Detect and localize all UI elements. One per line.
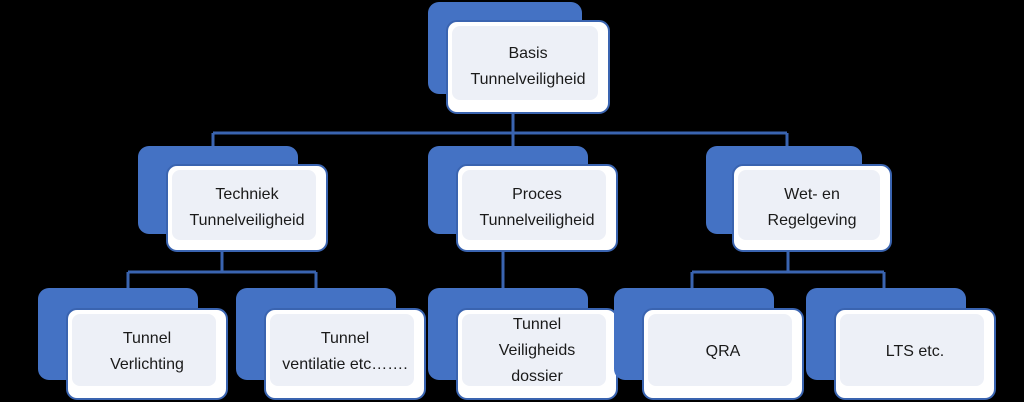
node-basis-tunnelveiligheid[interactable]: Basis Tunnelveiligheid xyxy=(428,2,610,114)
node-inner-panel xyxy=(648,314,792,386)
node-label-techniek-tunnelveiligheid: Techniek Tunnelveiligheid xyxy=(166,164,328,252)
node-tunnel-verlichting[interactable]: Tunnel Verlichting xyxy=(38,288,228,400)
node-label-qra: QRA xyxy=(642,308,804,396)
node-qra[interactable]: QRA xyxy=(614,288,804,400)
node-label-line: Proces xyxy=(512,186,562,204)
node-label-line: Tunnelveiligheid xyxy=(189,212,305,229)
node-proces-tunnelveiligheid[interactable]: Proces Tunnelveiligheid xyxy=(428,146,618,252)
node-inner-panel xyxy=(738,170,880,240)
node-inner-panel xyxy=(72,314,216,386)
node-label-basis-tunnelveiligheid: Basis Tunnelveiligheid xyxy=(446,20,610,114)
node-label-wet-en-regelgeving: Wet- en Regelgeving xyxy=(732,164,892,252)
node-label-line: Veiligheids xyxy=(498,342,576,360)
node-inner-panel xyxy=(462,314,606,386)
node-lts-etc[interactable]: LTS etc. xyxy=(806,288,996,400)
node-wet-en-regelgeving[interactable]: Wet- en Regelgeving xyxy=(706,146,892,252)
node-label-line: Wet- en xyxy=(784,186,840,204)
node-inner-panel xyxy=(270,314,414,386)
node-techniek-tunnelveiligheid[interactable]: Techniek Tunnelveiligheid xyxy=(138,146,328,252)
node-label-line: dossier xyxy=(511,367,563,385)
node-label-line: Regelgeving xyxy=(767,212,857,229)
node-label-line: Tunnel xyxy=(320,330,370,348)
node-label-line: Tunnel xyxy=(122,330,172,348)
node-label-tunnel-verlichting: Tunnel Verlichting xyxy=(66,308,228,396)
node-label-line: LTS etc. xyxy=(885,343,945,361)
node-inner-panel xyxy=(452,26,598,100)
node-inner-panel xyxy=(462,170,606,240)
node-label-line: Tunnelveiligheid xyxy=(470,71,586,88)
node-label-line: Verlichting xyxy=(110,356,184,373)
node-label-tunnel-ventilatie: Tunnel ventilatie etc……. xyxy=(264,308,426,396)
node-label-line: ventilatie etc……. xyxy=(282,356,408,373)
node-label-tunnel-veiligheidsdossier: Tunnel Veiligheids dossier xyxy=(456,302,618,400)
node-inner-panel xyxy=(840,314,984,386)
node-label-lts-etc: LTS etc. xyxy=(834,308,996,396)
node-tunnel-ventilatie[interactable]: Tunnel ventilatie etc……. xyxy=(236,288,426,400)
node-label-line: QRA xyxy=(705,343,741,361)
node-label-line: Basis xyxy=(508,45,548,63)
node-label-line: Tunnel xyxy=(512,316,562,334)
node-inner-panel xyxy=(172,170,316,240)
node-tunnel-veiligheidsdossier[interactable]: Tunnel Veiligheids dossier xyxy=(428,288,618,400)
node-label-line: Techniek xyxy=(215,186,279,204)
node-label-proces-tunnelveiligheid: Proces Tunnelveiligheid xyxy=(456,164,618,252)
node-label-line: Tunnelveiligheid xyxy=(479,212,595,229)
